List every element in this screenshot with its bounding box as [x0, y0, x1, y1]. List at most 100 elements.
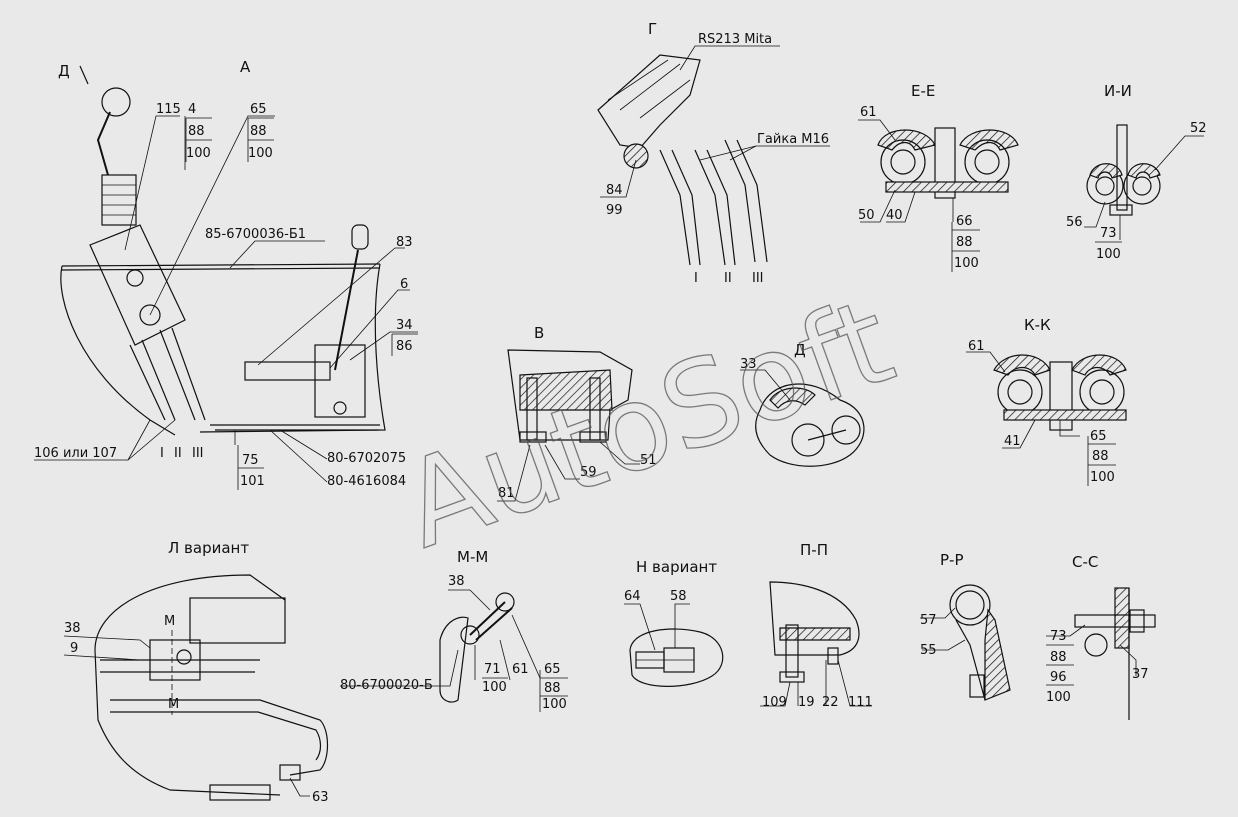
view-ee-label-2: 50 [858, 208, 875, 223]
view-g-label-6: II [724, 271, 732, 286]
view-l-label-5: М [168, 697, 179, 712]
view-ee-label-4: 66 [956, 214, 973, 229]
view-ii-label-3: 73 [1100, 226, 1117, 241]
view-a-arrow-label: Д [58, 62, 70, 80]
view-ss-label-3: 96 [1050, 670, 1067, 685]
view-v-label-3: 51 [640, 453, 657, 468]
view-n: Н вариант 64 58 [624, 558, 724, 687]
view-mm-label-2: 80-6700020-Б [340, 678, 433, 693]
view-kk-label-3: 65 [1090, 429, 1107, 444]
view-mm: М-М 38 80-6700020-Б 71 61 65 88 100 100 [340, 548, 568, 712]
view-ii: И-И 52 56 73 100 [1066, 82, 1207, 262]
view-a-label-19: 80-6702075 [327, 451, 406, 466]
view-mm-label-4: 61 [512, 662, 529, 677]
view-mm-label-1: 38 [448, 574, 465, 589]
view-a-label-8: 85-6700036-Б1 [205, 227, 306, 242]
view-d: Д 33 [740, 341, 865, 467]
view-ee-label-3: 40 [886, 208, 903, 223]
view-a-label-15: II [174, 446, 182, 461]
view-ee-label-1: 61 [860, 105, 877, 120]
view-kk-label-2: 41 [1004, 434, 1021, 449]
view-kk-title: К-К [1024, 316, 1051, 334]
view-mm-label-7: 100 [542, 697, 567, 712]
view-ee-title: Е-Е [911, 82, 935, 100]
view-a-label-3: 88 [188, 124, 205, 139]
view-l-label-1: 38 [64, 621, 81, 636]
view-mm-title: М-М [457, 548, 488, 566]
view-a-label-10: 6 [400, 277, 408, 292]
view-rr: Р-Р 57 55 [920, 551, 1011, 701]
view-d-label-1: 33 [740, 357, 757, 372]
view-n-label-1: 64 [624, 589, 641, 604]
view-pp-label-2: 19 [798, 695, 815, 710]
view-mm-label-3: 71 [484, 662, 501, 677]
view-v: В 81 59 51 [497, 324, 657, 502]
view-ss-title: С-С [1072, 553, 1098, 571]
view-rr-title: Р-Р [940, 551, 964, 569]
view-g: Г RS213 Mita Гайка М16 84 99 I II III [597, 20, 830, 286]
view-kk: К-К 61 41 65 88 100 [966, 316, 1127, 486]
view-a-label-13: 106 или 107 [34, 446, 117, 461]
view-n-title: Н вариант [636, 558, 717, 576]
view-a-label-11: 34 [396, 318, 413, 333]
view-a-label-14: I [160, 446, 164, 461]
view-pp-label-4: 111 [848, 695, 873, 710]
view-v-label-1: 81 [498, 486, 515, 501]
view-ss-label-4: 100 [1046, 690, 1071, 705]
view-a: А Д [34, 58, 418, 490]
view-a-title: А [240, 58, 251, 76]
view-pp-label-3: 22 [822, 695, 839, 710]
view-l-label-3: 63 [312, 790, 329, 805]
view-g-label-3: 84 [606, 183, 623, 198]
view-mm-label-6: 88 [544, 681, 561, 696]
view-l-title: Л вариант [168, 539, 249, 557]
view-ii-label-4: 100 [1096, 247, 1121, 262]
view-kk-label-5: 100 [1090, 470, 1115, 485]
view-g-label-7: III [752, 271, 764, 286]
view-ii-label-1: 52 [1190, 121, 1207, 136]
view-ee-label-5: 88 [956, 235, 973, 250]
view-mm-label-8: 100 [482, 680, 507, 695]
view-ee: Е-Е 61 50 40 66 88 100 [858, 82, 1019, 272]
view-ii-title: И-И [1104, 82, 1132, 100]
view-ss-label-1: 73 [1050, 629, 1067, 644]
view-kk-label-4: 88 [1092, 449, 1109, 464]
view-a-label-6: 88 [250, 124, 267, 139]
watermark: AutoSoft [386, 271, 909, 574]
view-rr-label-2: 55 [920, 643, 937, 658]
view-l-label-2: 9 [70, 641, 78, 656]
view-kk-label-1: 61 [968, 339, 985, 354]
view-mm-label-5: 65 [544, 662, 561, 677]
view-g-label-4: 99 [606, 203, 623, 218]
view-l-label-4: М [164, 614, 175, 629]
view-g-label-2: Гайка М16 [757, 132, 829, 147]
view-a-label-2: 4 [188, 102, 196, 117]
view-d-title: Д [794, 341, 806, 359]
view-pp-label-1: 109 [762, 695, 787, 710]
view-l: Л вариант 38 9 63 М М [63, 539, 329, 805]
view-v-title: В [534, 324, 544, 342]
view-ss-label-5: 37 [1132, 667, 1149, 682]
view-g-title: Г [648, 20, 657, 38]
view-pp: П-П 109 19 22 111 [760, 541, 873, 710]
view-a-label-12: 86 [396, 339, 413, 354]
view-a-label-17: 75 [242, 453, 259, 468]
view-a-label-5: 65 [250, 102, 267, 117]
view-n-label-2: 58 [670, 589, 687, 604]
view-ss-label-2: 88 [1050, 650, 1067, 665]
view-ii-label-2: 56 [1066, 215, 1083, 230]
view-pp-title: П-П [800, 541, 828, 559]
view-a-label-18: 101 [240, 474, 265, 489]
view-a-label-20: 80-4616084 [327, 474, 406, 489]
view-rr-label-1: 57 [920, 613, 937, 628]
view-a-label-9: 83 [396, 235, 413, 250]
view-v-label-2: 59 [580, 465, 597, 480]
view-ss: С-С 73 88 96 100 37 [1046, 553, 1156, 720]
view-a-label-4: 100 [186, 146, 211, 161]
view-g-label-5: I [694, 271, 698, 286]
view-a-label-16: III [192, 446, 204, 461]
view-a-label-1: 115 [156, 102, 181, 117]
view-a-label-7: 100 [248, 146, 273, 161]
view-ee-label-6: 100 [954, 256, 979, 271]
